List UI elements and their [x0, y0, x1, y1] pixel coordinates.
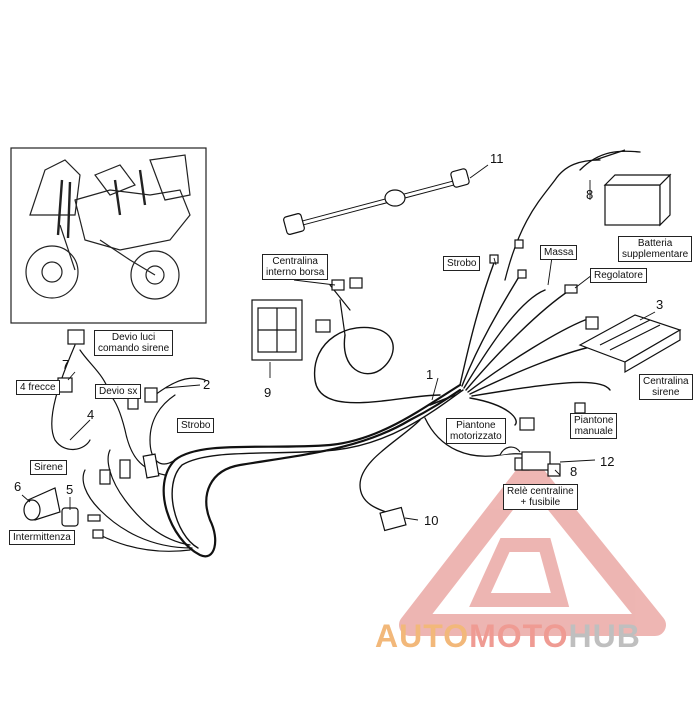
part-number-3: 3 — [656, 297, 664, 312]
label-sirene: Sirene — [30, 460, 67, 475]
part-number-8-bottom: 8 — [570, 464, 578, 479]
watermark-part-auto: AUTO — [375, 618, 470, 654]
main-harness — [51, 150, 641, 558]
label-strobo-top: Strobo — [443, 256, 481, 271]
part-number-8-top: 8 — [586, 187, 594, 202]
part-number-5: 5 — [66, 482, 74, 497]
part-number-9: 9 — [264, 385, 272, 400]
part-number-11: 11 — [490, 151, 504, 166]
rele-unit — [499, 446, 561, 477]
label-regolatore: Regolatore — [590, 268, 647, 283]
part-number-4: 4 — [87, 407, 95, 422]
label-massa: Massa — [540, 245, 578, 260]
label-rele-line2: + fusibile — [520, 497, 561, 508]
label-centralina-sirene-line2: sirene — [652, 387, 680, 398]
label-centralina-borsa-line2: interno borsa — [266, 267, 325, 278]
part-number-6: 6 — [14, 479, 22, 494]
part-number-7: 7 — [62, 357, 70, 372]
cable-11 — [283, 168, 470, 235]
watermark-part-moto: MOTO — [469, 618, 569, 654]
leader-lines — [21, 164, 656, 521]
label-strobo-left: Strobo — [177, 418, 215, 433]
label-piantone-manuale-line1: Piantone — [574, 415, 614, 426]
label-centralina-sirene-line1: Centralina — [643, 376, 689, 387]
label-rele: Relè centraline+ fusibile — [503, 484, 578, 510]
label-batteria-line1: Batteria — [637, 238, 673, 249]
part-number-10: 10 — [424, 513, 439, 528]
watermark-triangle — [399, 459, 666, 636]
watermark-part-hub: HUB — [568, 618, 641, 654]
label-intermittenza: Intermittenza — [9, 530, 75, 545]
part-number-1: 1 — [426, 367, 434, 382]
part-number-2: 2 — [203, 377, 211, 392]
label-rele-line1: Relè centraline — [507, 486, 574, 497]
label-piantone-motorizzato-line2: motorizzato — [450, 431, 502, 442]
label-devio-sx: Devio sx — [95, 384, 142, 399]
label-centralina-borsa-line1: Centralina — [272, 256, 318, 267]
label-piantone-motorizzato-line1: Piantone — [456, 420, 496, 431]
label-batteria-line2: supplementare — [622, 249, 689, 260]
battery-unit — [594, 149, 672, 227]
label-piantone-manuale-line2: manuale — [574, 426, 613, 437]
motorcycle-inset — [10, 147, 207, 324]
label-devio-luci-line1: Devio luci — [111, 332, 156, 343]
centralina-sirene-unit — [578, 314, 682, 374]
centralina-borsa-unit — [251, 299, 303, 361]
label-devio-luci-line2: comando sirene — [98, 343, 170, 354]
label-4-frecce: 4 frecce — [16, 380, 60, 395]
part-number-12: 12 — [600, 454, 615, 469]
watermark-logo: AUTOMOTOHUB — [375, 618, 641, 654]
